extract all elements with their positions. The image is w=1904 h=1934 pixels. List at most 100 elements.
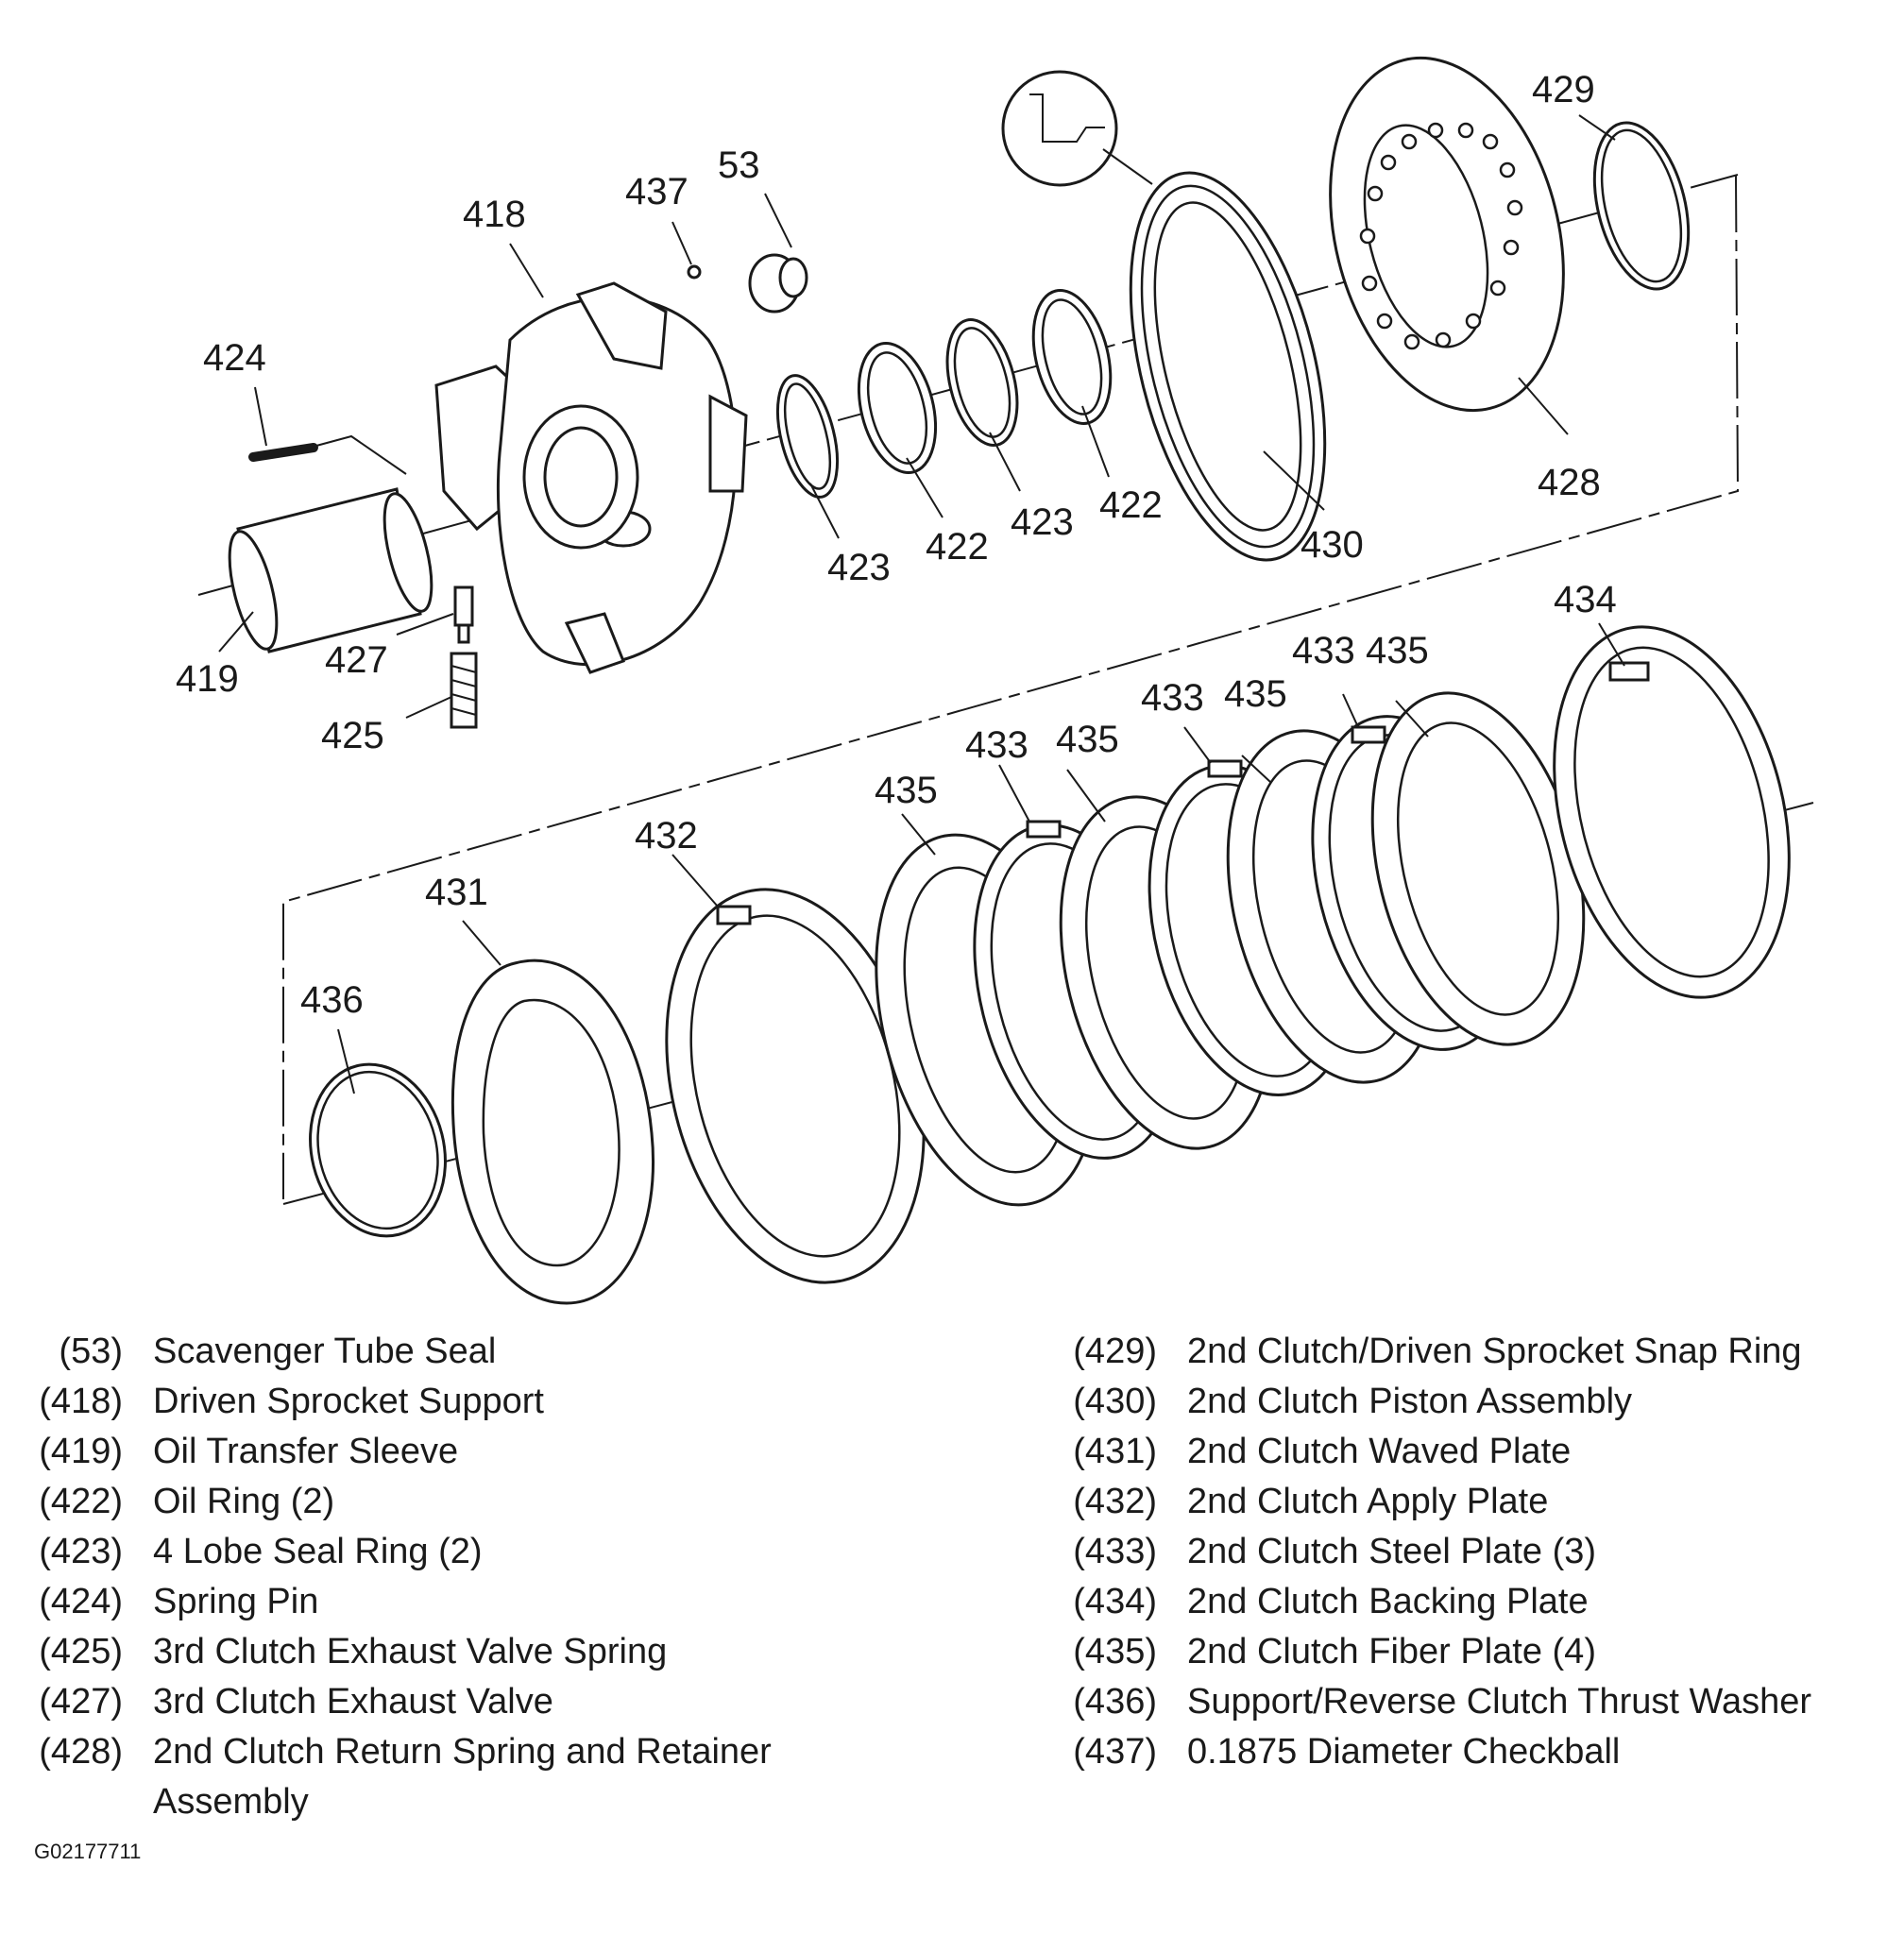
thrust-washer-436 bbox=[309, 1062, 447, 1238]
legend-description: 4 Lobe Seal Ring (2) bbox=[153, 1532, 483, 1571]
legend-description: Spring Pin bbox=[153, 1582, 319, 1621]
callout-428: 428 bbox=[1538, 462, 1601, 503]
callout-431: 431 bbox=[425, 872, 488, 913]
legend-number: (436) bbox=[1073, 1682, 1157, 1722]
callout-436: 436 bbox=[300, 979, 364, 1021]
legend-item: (418) Driven Sprocket Support bbox=[26, 1377, 852, 1427]
checkball-437 bbox=[687, 264, 702, 280]
legend-description: Driven Sprocket Support bbox=[153, 1382, 544, 1421]
legend-description: 3rd Clutch Exhaust Valve bbox=[153, 1682, 553, 1722]
callout-437: 437 bbox=[625, 171, 688, 212]
legend-item: (427) 3rd Clutch Exhaust Valve bbox=[26, 1677, 852, 1727]
legend-item: (422) Oil Ring (2) bbox=[26, 1477, 852, 1527]
callout-435-a: 435 bbox=[1056, 719, 1119, 760]
callout-422-b: 422 bbox=[1099, 484, 1163, 526]
legend-number: (418) bbox=[39, 1382, 123, 1421]
legend-number: (434) bbox=[1073, 1582, 1157, 1621]
callout-leader-lines bbox=[218, 114, 1625, 1094]
legend-description: 2nd Clutch Backing Plate bbox=[1187, 1582, 1589, 1621]
legend-item: (424) Spring Pin bbox=[26, 1577, 852, 1627]
legend-number: (422) bbox=[39, 1482, 123, 1521]
scavenger-tube-seal-53 bbox=[748, 253, 808, 314]
exhaust-valve-427 bbox=[453, 585, 474, 644]
callout-418: 418 bbox=[463, 194, 526, 235]
legend-number: (430) bbox=[1073, 1382, 1157, 1421]
legend-description: Scavenger Tube Seal bbox=[153, 1332, 497, 1371]
spring-pin-424 bbox=[248, 434, 407, 475]
legend-number: (437) bbox=[1073, 1732, 1157, 1772]
exploded-parts-diagram: 53 437 418 424 419 427 425 423 422 423 4… bbox=[176, 56, 1814, 1305]
legend-description: 2nd Clutch Apply Plate bbox=[1187, 1482, 1549, 1521]
driven-sprocket-support-418 bbox=[434, 281, 748, 674]
callout-425: 425 bbox=[321, 715, 384, 756]
legend-description: Oil Ring (2) bbox=[153, 1482, 335, 1521]
legend-description: Oil Transfer Sleeve bbox=[153, 1432, 459, 1471]
seal-ring-423-b bbox=[945, 318, 1019, 447]
callout-435-d: 435 bbox=[875, 770, 938, 811]
parts-legend-left: (53) Scavenger Tube Seal (418) Driven Spro… bbox=[26, 1327, 852, 1827]
legend-description: 2nd Clutch Fiber Plate (4) bbox=[1187, 1632, 1596, 1671]
legend-number: (53) bbox=[59, 1332, 123, 1371]
seal-ring-423-a bbox=[775, 374, 840, 499]
legend-item: (432) 2nd Clutch Apply Plate bbox=[1062, 1477, 1896, 1527]
callout-430: 430 bbox=[1300, 524, 1364, 566]
legend-number: (429) bbox=[1073, 1332, 1157, 1371]
legend-description: 3rd Clutch Exhaust Valve Spring bbox=[153, 1632, 668, 1671]
legend-number: (432) bbox=[1073, 1482, 1157, 1521]
oil-ring-422-a bbox=[857, 341, 938, 475]
legend-item: (423) 4 Lobe Seal Ring (2) bbox=[26, 1527, 852, 1577]
legend-item: (53) Scavenger Tube Seal bbox=[26, 1327, 852, 1377]
oil-ring-422-b bbox=[1031, 289, 1113, 425]
legend-description: 2nd Clutch/Driven Sprocket Snap Ring bbox=[1187, 1332, 1802, 1371]
legend-description: 2nd Clutch Steel Plate (3) bbox=[1187, 1532, 1597, 1571]
legend-number: (433) bbox=[1073, 1532, 1157, 1571]
legend-item: (436) Support/Reverse Clutch Thrust Washe… bbox=[1062, 1677, 1896, 1727]
return-spring-retainer-428 bbox=[1329, 56, 1565, 413]
callout-434: 434 bbox=[1554, 579, 1617, 620]
exhaust-valve-spring-425 bbox=[450, 652, 478, 729]
callout-427: 427 bbox=[325, 639, 388, 681]
callout-429: 429 bbox=[1532, 69, 1595, 110]
legend-number: (419) bbox=[39, 1432, 123, 1471]
callout-423-b: 423 bbox=[1011, 501, 1074, 543]
parts-legend-right: (429) 2nd Clutch/Driven Sprocket Snap Rin… bbox=[1062, 1327, 1896, 1777]
callout-432: 432 bbox=[635, 815, 698, 857]
legend-description: 2nd Clutch Waved Plate bbox=[1187, 1432, 1572, 1471]
legend-number: (428) bbox=[39, 1732, 123, 1772]
assembly-boundary-line bbox=[282, 175, 1740, 1199]
callout-435-c: 435 bbox=[1366, 630, 1429, 671]
callout-433-c: 433 bbox=[1292, 630, 1355, 671]
legend-item: (431) 2nd Clutch Waved Plate bbox=[1062, 1427, 1896, 1477]
callout-419: 419 bbox=[176, 658, 239, 700]
legend-item: (429) 2nd Clutch/Driven Sprocket Snap Rin… bbox=[1062, 1327, 1896, 1377]
callout-422-a: 422 bbox=[926, 526, 989, 568]
legend-item: (428) 2nd Clutch Return Spring and Retain… bbox=[26, 1727, 852, 1827]
legend-number: (435) bbox=[1073, 1632, 1157, 1671]
callout-423-a: 423 bbox=[827, 547, 891, 588]
legend-item: (433) 2nd Clutch Steel Plate (3) bbox=[1062, 1527, 1896, 1577]
snap-ring-429 bbox=[1592, 121, 1691, 291]
callout-433-b: 433 bbox=[1141, 677, 1204, 719]
legend-number: (425) bbox=[39, 1632, 123, 1671]
legend-number: (431) bbox=[1073, 1432, 1157, 1471]
legend-item: (425) 3rd Clutch Exhaust Valve Spring bbox=[26, 1627, 852, 1677]
backing-plate-434 bbox=[1553, 625, 1791, 999]
callout-424: 424 bbox=[203, 337, 266, 379]
legend-description: Support/Reverse Clutch Thrust Washer bbox=[1187, 1682, 1812, 1722]
legend-description: 2nd Clutch Return Spring and Retainer As… bbox=[153, 1732, 772, 1822]
callout-53: 53 bbox=[718, 144, 760, 186]
waved-plate-431 bbox=[450, 959, 654, 1305]
legend-description: 2nd Clutch Piston Assembly bbox=[1187, 1382, 1633, 1421]
legend-item: (437) 0.1875 Diameter Checkball bbox=[1062, 1727, 1896, 1777]
figure-id: G02177711 bbox=[34, 1840, 142, 1863]
callout-435-b: 435 bbox=[1224, 673, 1287, 715]
legend-description: 0.1875 Diameter Checkball bbox=[1187, 1732, 1621, 1772]
oil-transfer-sleeve-419 bbox=[228, 487, 434, 653]
legend-item: (419) Oil Transfer Sleeve bbox=[26, 1427, 852, 1477]
legend-number: (424) bbox=[39, 1582, 123, 1621]
callout-433-a: 433 bbox=[965, 724, 1028, 766]
legend-item: (434) 2nd Clutch Backing Plate bbox=[1062, 1577, 1896, 1627]
legend-item: (435) 2nd Clutch Fiber Plate (4) bbox=[1062, 1627, 1896, 1677]
legend-number: (423) bbox=[39, 1532, 123, 1571]
legend-number: (427) bbox=[39, 1682, 123, 1722]
